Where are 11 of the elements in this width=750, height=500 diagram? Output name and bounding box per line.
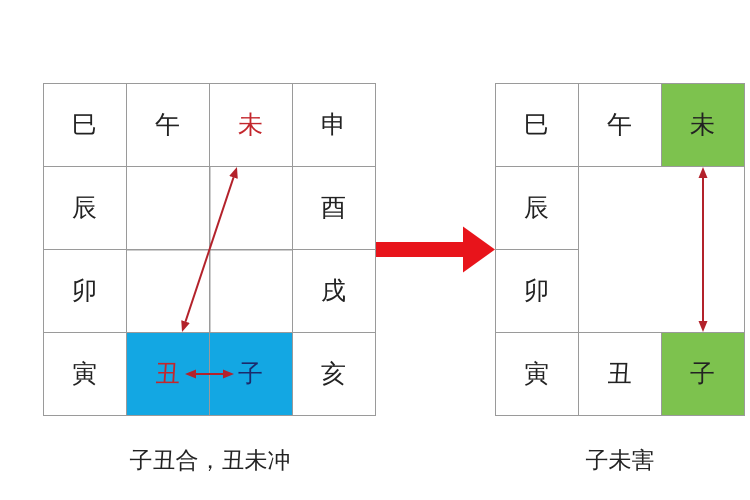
- grid-cell: 子: [660, 332, 744, 416]
- block-arrow: [376, 226, 495, 272]
- grid-cell: 丑: [126, 332, 210, 416]
- caption: 子丑合，丑未冲: [130, 447, 290, 476]
- double-arrow: [698, 167, 708, 332]
- double-arrow: [181, 166, 238, 332]
- grid-cell: 未: [660, 82, 744, 166]
- grid-cell: 子: [208, 332, 292, 416]
- double-arrow: [185, 370, 234, 378]
- caption: 子未害: [586, 447, 654, 476]
- grid-frame: [495, 83, 745, 416]
